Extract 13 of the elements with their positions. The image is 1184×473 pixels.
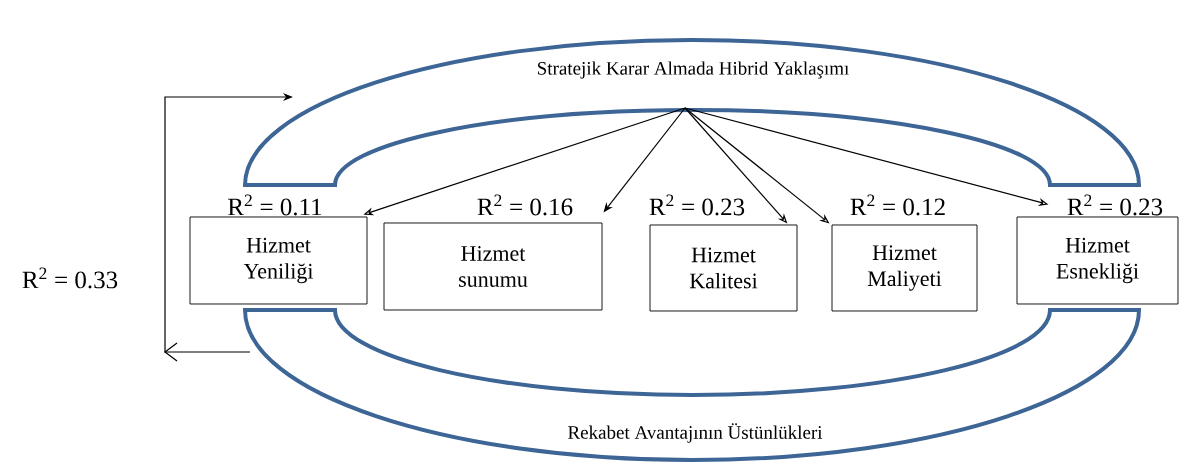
- r-squared-label: R$^{2}$ = 0.12: [850, 194, 945, 216]
- r-squared-label: R$^{2}$ = 0.16: [477, 194, 573, 216]
- edge-label: R$^{2}$ = 0.33: [22, 267, 118, 289]
- r-squared-label: R$^{2}$ = 0.11: [228, 194, 322, 216]
- process-box: Hizmet Yeniliği: [189, 216, 368, 305]
- arch-band: Stratejik Karar Almada Hibrid Yaklaşımı: [243, 38, 1141, 187]
- process-box: Hizmet Maliyeti: [831, 224, 978, 312]
- r-squared-label: R$^{2}$ = 0.23: [1067, 194, 1163, 216]
- arch-band: Rekabet Avantajının Üstünlükleri: [243, 308, 1141, 462]
- r-squared-label: R$^{2}$ = 0.23: [649, 194, 745, 216]
- process-box: Hizmet sunumu: [383, 222, 603, 311]
- process-box: Hizmet Esnekliği: [1016, 216, 1179, 305]
- process-box: Hizmet Kalitesi: [649, 224, 798, 312]
